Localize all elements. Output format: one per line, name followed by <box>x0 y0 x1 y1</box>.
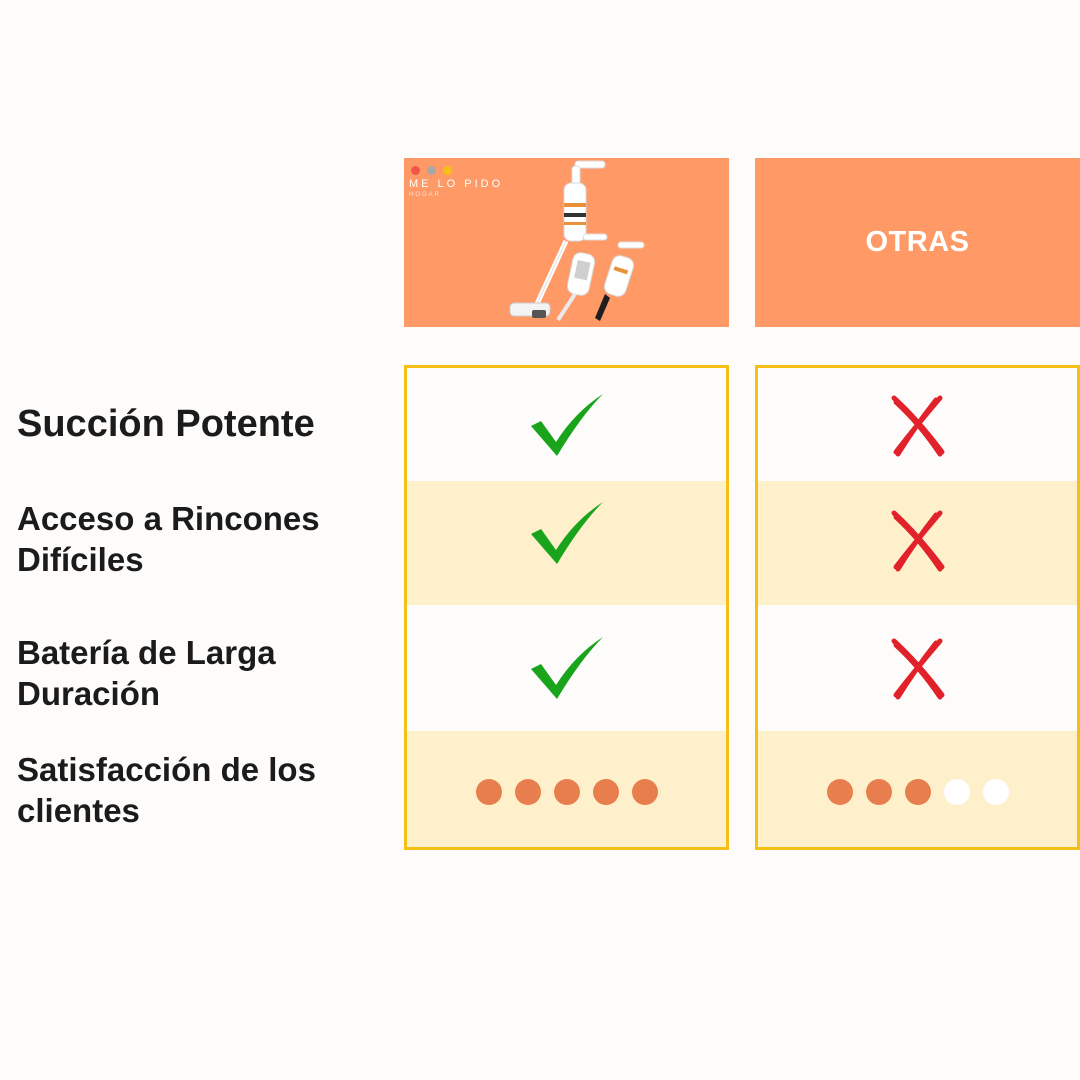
rating-dot-filled <box>865 779 892 805</box>
rating-dot-filled <box>826 779 853 805</box>
product-cell-satisfaccion <box>407 731 726 847</box>
check-icon <box>530 502 603 564</box>
logo-dot-yellow <box>443 166 452 175</box>
product-cell-acceso <box>407 481 726 605</box>
product-cell-bateria <box>407 605 726 731</box>
brand-name: ME LO PIDO <box>409 178 504 190</box>
cross-icon <box>891 395 944 456</box>
check-icon <box>530 637 603 699</box>
rating-dot-empty <box>982 779 1009 805</box>
cross-icon <box>891 510 944 572</box>
other-header-label: OTRAS <box>865 226 970 258</box>
other-cell-succion <box>758 368 1077 481</box>
rating-dot-empty <box>943 779 970 805</box>
other-column <box>755 365 1080 850</box>
cross-icon <box>891 638 944 700</box>
rating-dot-filled <box>514 779 541 805</box>
other-rating <box>826 779 1009 805</box>
other-header: OTRAS <box>755 158 1080 327</box>
feature-label-bateria: Batería de Larga Duración <box>17 634 276 712</box>
other-cell-acceso <box>758 481 1077 605</box>
product-cell-succion <box>407 368 726 481</box>
product-column <box>404 365 729 850</box>
rating-dot-filled <box>553 779 580 805</box>
rating-dot-filled <box>631 779 658 805</box>
other-cell-satisfaccion <box>758 731 1077 847</box>
rating-dot-filled <box>904 779 931 805</box>
vacuum-product-image <box>509 160 645 322</box>
logo-dots <box>411 166 503 175</box>
product-rating <box>475 779 658 805</box>
logo-dot-grey <box>427 166 436 175</box>
feature-label-acceso: Acceso a Rincones Difíciles <box>17 500 320 578</box>
rating-dot-filled <box>475 779 502 805</box>
brand-subtitle: HOGAR <box>409 192 442 198</box>
feature-label-satisfaccion: Satisfacción de los clientes <box>17 751 316 829</box>
rating-dot-filled <box>592 779 619 805</box>
logo-dot-red <box>411 166 420 175</box>
feature-label-succion: Succión Potente <box>17 403 315 445</box>
check-icon <box>530 393 603 456</box>
brand-logo: ME LO PIDO HOGAR <box>409 166 503 198</box>
other-cell-bateria <box>758 605 1077 731</box>
